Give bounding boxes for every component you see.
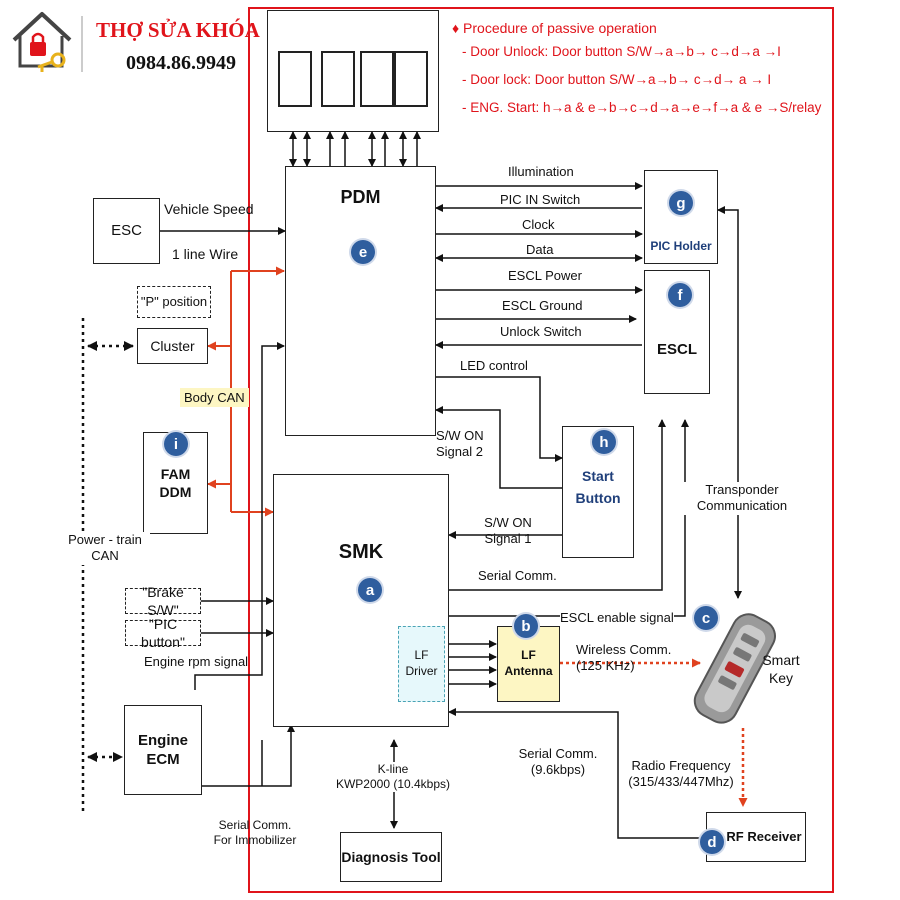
unlock-switch-label: Unlock Switch [500,324,582,339]
led-control-label: LED control [460,358,528,373]
cluster-label: Cluster [150,337,195,354]
serial-comm-label: Serial Comm. [478,568,557,583]
badge-a: a [358,578,382,602]
clock-label: Clock [522,217,555,232]
outer-frame [248,7,834,893]
engine-ecm-label: Engine ECM [137,731,188,769]
wireless-comm-label: Wireless Comm. (125 KHz) [576,642,672,674]
pic-in-switch-label: PIC IN Switch [500,192,581,207]
pic-holder-block: PIC Holder [644,170,718,264]
fam-ddm-label: FAM DDM [159,465,192,500]
switch-2-icon [321,51,355,107]
brand-name: THỢ SỬA KHÓA [96,18,260,42]
procedure-line-2: - Door lock: Door button S/W→a→b→ c→d→ a… [462,72,772,87]
escl-ground-label: ESCL Ground [502,298,583,313]
pdm-block: PDM [285,166,436,436]
badge-i: i [164,432,188,456]
brake-sw-block: "Brake S/W" [125,584,201,618]
pic-holder-label: PIC Holder [650,239,712,253]
rf-receiver-label: RF Receiver [726,828,802,844]
sw-on-signal2-label: S/W ON Signal 2 [436,428,484,460]
badge-g: g [669,191,693,215]
badge-c: c [694,606,718,630]
pic-button-label: "PIC button" [141,615,185,650]
serial-96-label: Serial Comm. (9.6kbps) [518,746,598,778]
badge-b: b [514,614,538,638]
p-position-block: "P" position [137,286,211,318]
lf-antenna-label: LF Antenna [504,648,553,678]
switch-1-icon [278,51,312,107]
diagnosis-tool-block: Diagnosis Tool [340,832,442,882]
esc-block: ESC [93,198,160,264]
badge-f: f [668,283,692,307]
lf-driver-block: LF Driver [398,626,445,702]
brake-sw-label: "Brake S/W" [142,583,184,618]
smart-key-label: Smart Key [762,652,800,686]
vehicle-speed-label: Vehicle Speed [164,201,254,217]
kline-label: K-line KWP2000 (10.4kbps) [328,762,458,792]
transponder-label: Transponder Communication [682,482,802,515]
p-position-label: "P" position [140,293,208,309]
sw-on-signal1-label: S/W ON Signal 1 [484,515,532,547]
engine-rpm-label: Engine rpm signal [144,654,249,669]
radio-frequency-label: Radio Frequency (315/433/447Mhz) [628,758,734,790]
escl-power-label: ESCL Power [508,268,582,283]
pdm-label: PDM [340,187,381,207]
smart-key-icon [693,613,776,724]
body-can-label: Body CAN [180,388,249,407]
lock-house-logo-icon [12,12,72,72]
switch-3-icon [360,51,394,107]
cluster-block: Cluster [137,328,208,364]
badge-e: e [351,240,375,264]
escl-enable-label: ESCL enable signal [560,610,674,625]
one-line-wire-label: 1 line Wire [172,246,239,262]
badge-d: d [700,830,724,854]
smk-label: SMK [338,541,384,563]
engine-ecm-block: Engine ECM [124,705,202,795]
rf-receiver-block: RF Receiver [706,812,806,862]
procedure-line-3: - ENG. Start: h→a & e→b→c→d→a→e→f→a & e … [462,100,822,115]
esc-label: ESC [111,222,142,240]
serial-immobilizer-label: Serial Comm. For Immobilizer [213,818,297,847]
badge-h: h [592,430,616,454]
start-button-label: Start Button [575,468,621,507]
illumination-label: Illumination [508,164,574,179]
data-label: Data [526,242,554,257]
procedure-title: ♦ Procedure of passive operation [452,20,657,36]
escl-label: ESCL [656,341,697,358]
lf-driver-label: LF Driver [405,648,438,678]
lf-antenna-block: LF Antenna [497,626,560,702]
brand-phone: 0984.86.9949 [126,52,236,74]
switch-4-icon [394,51,428,107]
pic-button-block: "PIC button" [125,616,201,650]
switch-panel [267,10,439,132]
powertrain-can-label: Power - train CAN [60,532,150,565]
procedure-line-1: - Door Unlock: Door button S/W→a→b→ c→d→… [462,44,781,59]
diagnosis-tool-label: Diagnosis Tool [341,848,441,865]
